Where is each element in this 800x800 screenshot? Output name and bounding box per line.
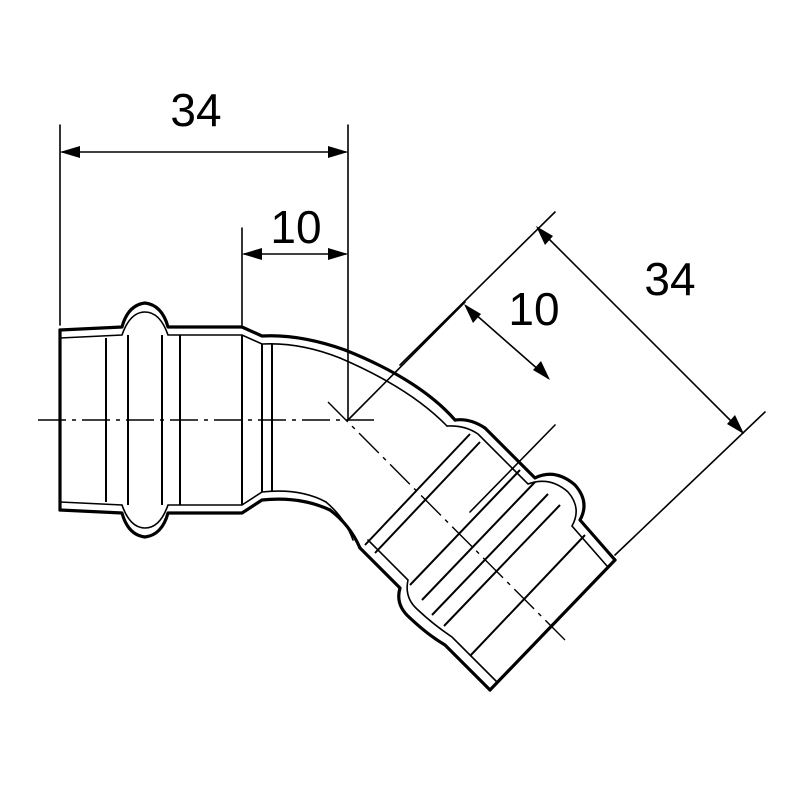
bend bbox=[325, 348, 457, 550]
dimension-label-insert-angled: 10 bbox=[508, 283, 559, 335]
dimension-label-overall-horizontal: 34 bbox=[170, 84, 221, 136]
dimension-overall-angled: 34 bbox=[399, 211, 766, 556]
dimension-insert-horizontal: 10 bbox=[241, 201, 348, 326]
dimension-label-overall-angled: 34 bbox=[644, 253, 695, 305]
angled-socket bbox=[358, 418, 617, 692]
dimension-insert-angled: 10 bbox=[347, 283, 560, 513]
centerlines bbox=[38, 401, 566, 641]
dimension-overall-horizontal: 34 bbox=[59, 84, 349, 421]
dimension-label-insert-horizontal: 10 bbox=[270, 201, 321, 253]
